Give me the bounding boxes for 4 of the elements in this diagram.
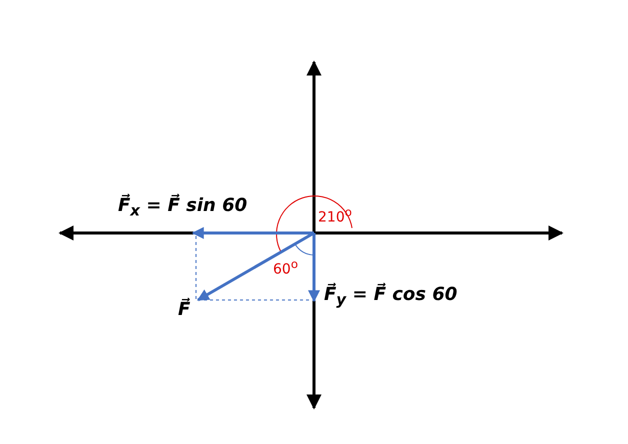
formula-label: F⃗$_{y}$ = F⃗ cos 60: [324, 285, 458, 308]
angle-label: 60$^{o}$: [273, 258, 298, 278]
formula-label: F⃗$_{x}$ = F⃗ sin 60: [118, 196, 248, 220]
vector-label: F⃗: [178, 300, 190, 320]
